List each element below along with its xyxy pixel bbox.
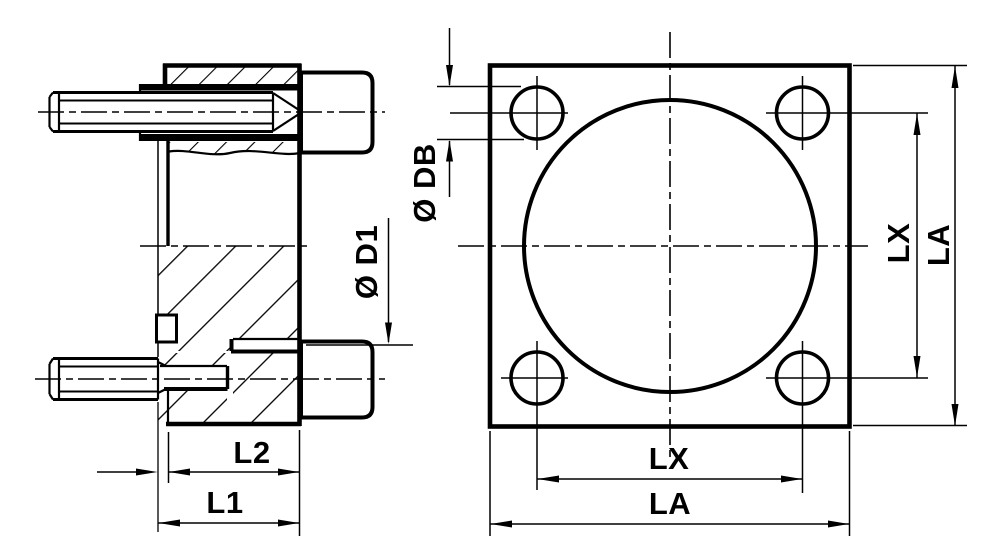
bolt-hole-wall-top [140, 84, 301, 91]
dim-db: Ø DB [407, 28, 524, 223]
dim-lx-vertical: LX [881, 113, 921, 378]
dim-la-horizontal: LA [489, 431, 851, 536]
dim-l2: L2 [97, 432, 299, 483]
dim-label-l2: L2 [233, 435, 270, 470]
dim-label-la-horizontal: LA [649, 486, 691, 521]
front-view: LX LA LX LA [407, 28, 967, 536]
flange-top-section [162, 63, 301, 90]
section-view: Ø D1 L2 L1 [35, 63, 413, 536]
dim-lx-horizontal: LX [537, 441, 802, 483]
bolt-counterbore [157, 361, 230, 394]
dim-label-la-vertical: LA [921, 224, 956, 266]
cylinder-pilot-boss [299, 339, 375, 420]
pilot-bore-step [229, 337, 300, 354]
dim-la-vertical: LA [853, 64, 967, 427]
seal-notch [155, 313, 178, 344]
dim-label-l1: L1 [206, 485, 243, 520]
dim-label-db: Ø DB [407, 143, 442, 223]
dim-label-lx-vertical: LX [881, 223, 916, 264]
dim-label-lx-horizontal: LX [649, 441, 690, 476]
flange-break-strip [168, 142, 301, 156]
bolt-hole-wall-bottom [140, 134, 301, 141]
dim-d1: Ø D1 [306, 218, 413, 346]
flange-lower-section [158, 246, 298, 423]
dim-label-d1: Ø D1 [349, 225, 384, 299]
break-wavy-line [168, 149, 301, 156]
dim-l1: L1 [158, 430, 301, 536]
cylinder-head [299, 70, 375, 155]
hole-crosshairs [450, 76, 928, 493]
